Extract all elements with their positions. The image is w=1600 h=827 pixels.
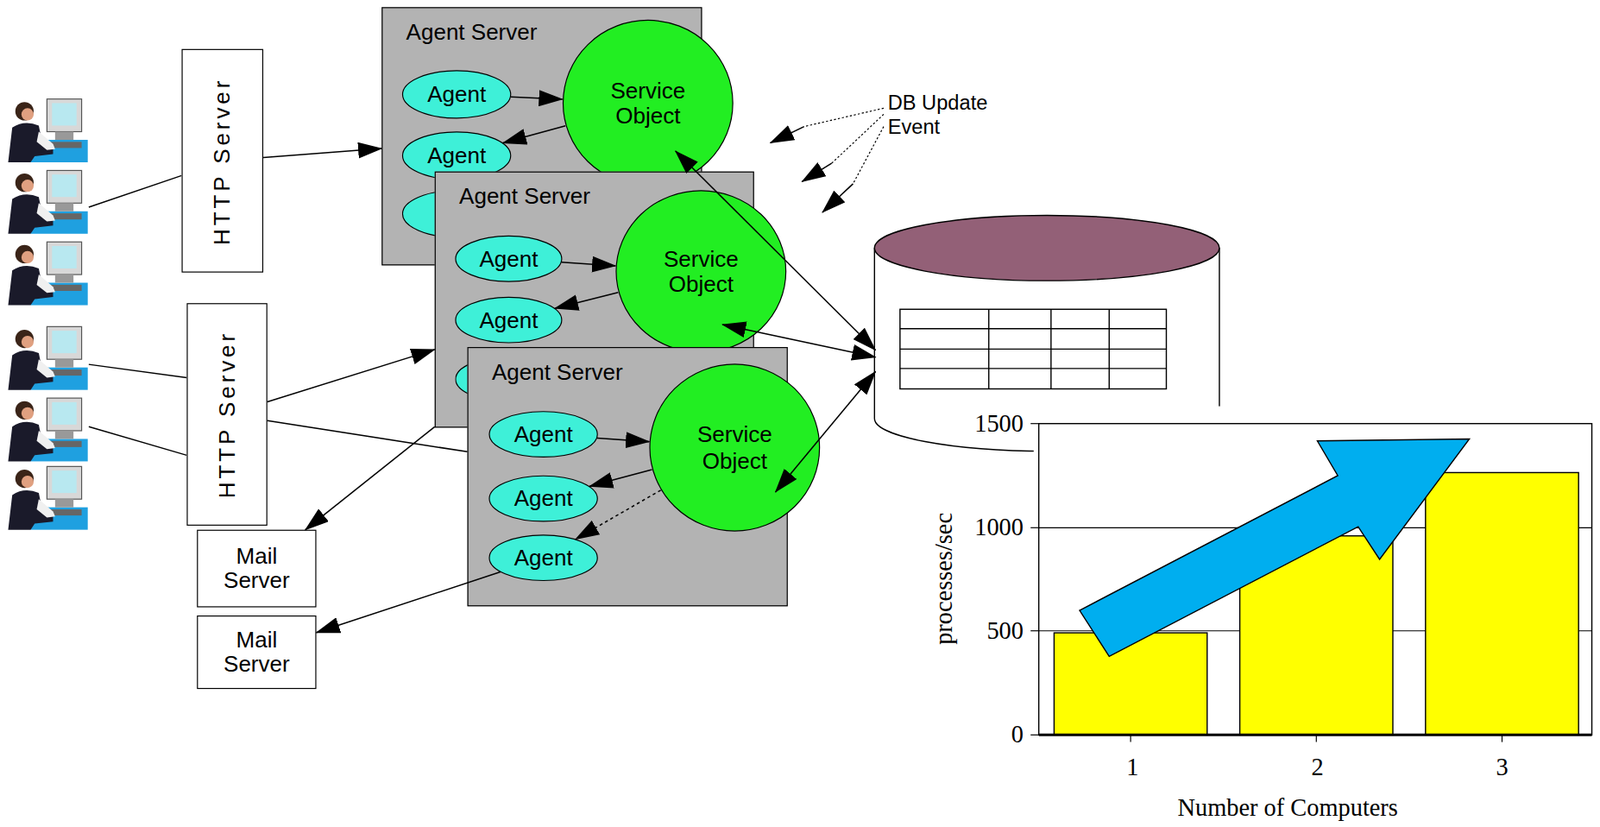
mail-server-box: Mail Server [196,615,316,689]
agent-ellipse: Agent [402,70,512,120]
ellipse-outline [648,363,821,532]
annotation: DB Update Event [888,89,1009,139]
user-icon [7,326,88,390]
axis-tick-label: 1000 [974,513,1024,542]
connector-arrow [561,262,616,266]
axis-title: processes/sec [930,512,958,645]
user-icon [7,466,88,530]
service-object-ellipse: Service Object [615,189,788,353]
service-object-ellipse: Service Object [562,18,735,187]
node-label: Agent [514,485,574,512]
node-label: Agent [427,81,486,108]
bar-chart [1030,406,1600,827]
node-label: Agent [514,421,574,448]
agent-ellipse: Agent [488,475,599,522]
node-label: Mail Server [210,543,303,593]
user-lines [88,175,188,455]
axis-title: Number of Computers [1177,793,1399,822]
connector-arrow [267,349,435,403]
db-arrows [675,151,876,492]
connector-arrow [503,125,566,144]
agent-ellipse: Agent [488,535,599,581]
axis-tick-label: 500 [986,617,1024,645]
db-update-event-arrows [770,107,884,213]
user-icon [7,170,88,234]
node-label: Agent [478,307,538,334]
user-icon [7,241,88,305]
axis-tick-label: 1500 [974,409,1024,438]
node-title: Agent Server [406,18,538,46]
node-label: Agent [514,544,574,571]
connector-arrow [510,96,563,100]
agent-server-box: Agent ServerAgentAgentAgentService Objec… [467,346,788,606]
node-label: Agent [478,245,538,272]
node-label: HTTP Server [214,330,241,498]
node-label: Service Object [643,245,758,298]
node-title: Agent Server [491,359,624,386]
connector-arrow [589,469,652,486]
axis-category-label: 2 [1310,753,1323,782]
connector-arrow [575,490,662,540]
mail-server-box: Mail Server [196,529,316,608]
agent-ellipse: Agent [454,296,562,343]
connector-arrow [263,148,382,158]
node-title: Agent Server [459,183,591,211]
node-label: Service Object [591,77,706,130]
node-label: Mail Server [210,627,303,677]
ellipse-outline [615,189,788,353]
http-server-box: HTTP Server [181,49,264,273]
connector-arrow [554,292,618,309]
node-label: Service Object [677,422,792,474]
node-label: HTTP Server [208,76,236,245]
axis-tick-label: 0 [1011,720,1024,749]
axis-category-label: 3 [1495,753,1508,782]
user-icon [7,99,88,163]
user-icons [7,99,88,530]
axis-category-label: 1 [1126,753,1139,782]
connector-arrow [316,572,501,633]
connector-arrow [597,437,649,441]
agent-ellipse: Agent [488,411,599,458]
service-object-ellipse: Service Object [648,363,821,532]
node-label: Agent [427,142,486,169]
http-server-box: HTTP Server [186,302,267,526]
connector-arrow [305,426,435,530]
user-icon [7,397,88,461]
connector-arrow [267,420,468,452]
agent-ellipse: Agent [454,235,562,282]
